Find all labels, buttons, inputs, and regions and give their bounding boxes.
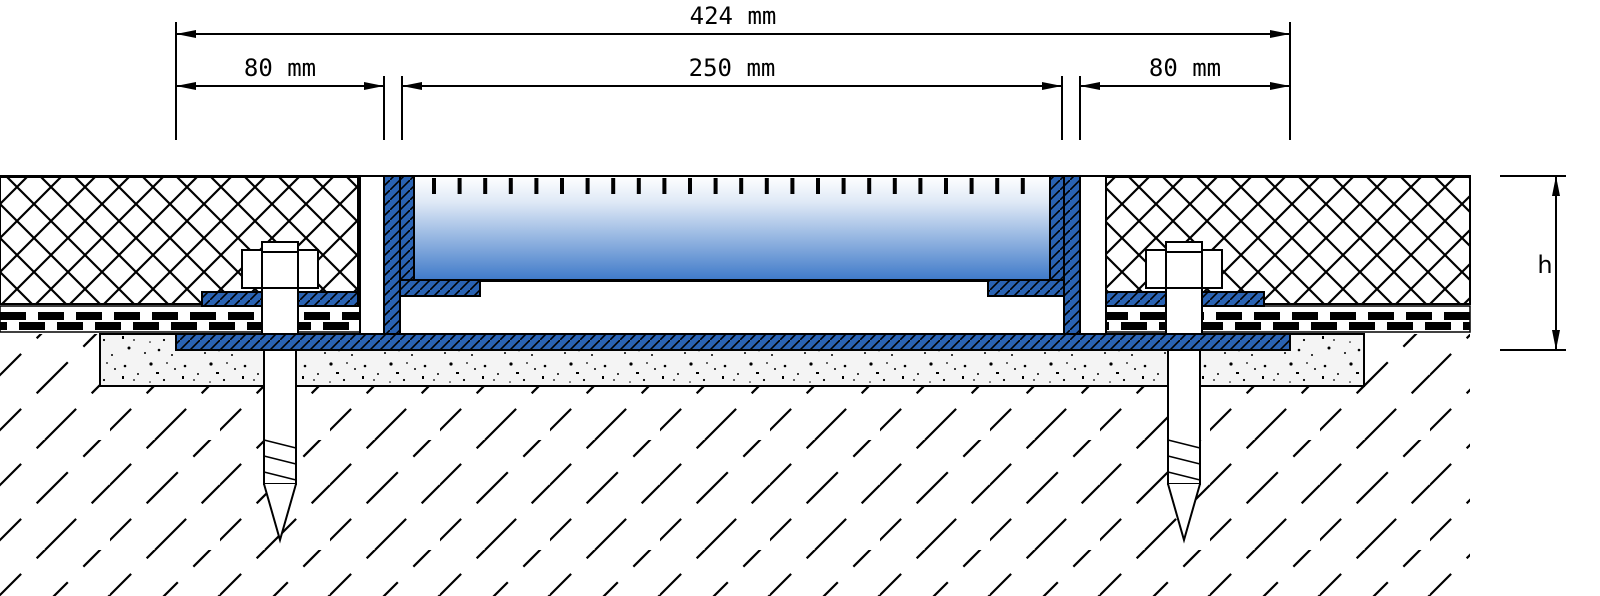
grate-slot — [611, 178, 616, 194]
grate-slot — [508, 178, 513, 194]
dimension-arrows — [176, 30, 1560, 350]
right-grate-ledge — [987, 279, 1065, 297]
left-grate-ledge — [399, 279, 481, 297]
grate-slot — [713, 178, 718, 194]
left-membrane — [0, 305, 363, 333]
grate-slot — [944, 178, 948, 194]
right-membrane — [1099, 305, 1471, 333]
grate-slot — [918, 178, 923, 194]
dim-channel: 250 mm — [689, 54, 776, 82]
dim-left-flange: 80 mm — [244, 54, 316, 82]
grate-slots — [432, 178, 1025, 194]
grate-slot — [585, 178, 590, 194]
grate-slot — [662, 178, 667, 194]
grate-slot — [816, 178, 820, 194]
grate-slot — [534, 178, 539, 194]
grate-slot — [995, 178, 1000, 194]
grate-slot — [892, 178, 897, 194]
dim-right-flange: 80 mm — [1149, 54, 1221, 82]
grate-slot — [483, 178, 488, 194]
dimension-lines — [175, 22, 1566, 351]
grate-slot — [432, 178, 436, 194]
left-anchor-bolt-icon — [241, 241, 319, 544]
dim-height: h — [1537, 251, 1552, 279]
right-channel-wall — [1063, 175, 1081, 335]
right-anchor-bolt-icon — [1145, 241, 1223, 544]
grate-slot — [969, 178, 974, 194]
grate-slot — [841, 178, 846, 194]
grate-slot — [457, 178, 462, 194]
grate-slot — [790, 178, 795, 194]
dim-total: 424 mm — [690, 2, 777, 30]
grate-slot — [688, 178, 692, 194]
left-channel-wall — [383, 175, 401, 335]
grate-slot — [636, 178, 641, 194]
grate-slot — [764, 178, 769, 194]
grate-slot — [560, 178, 564, 194]
grate-slot — [1020, 178, 1025, 194]
grate-slot — [739, 178, 744, 194]
grate-slot — [867, 178, 872, 194]
base-flange — [175, 333, 1291, 351]
